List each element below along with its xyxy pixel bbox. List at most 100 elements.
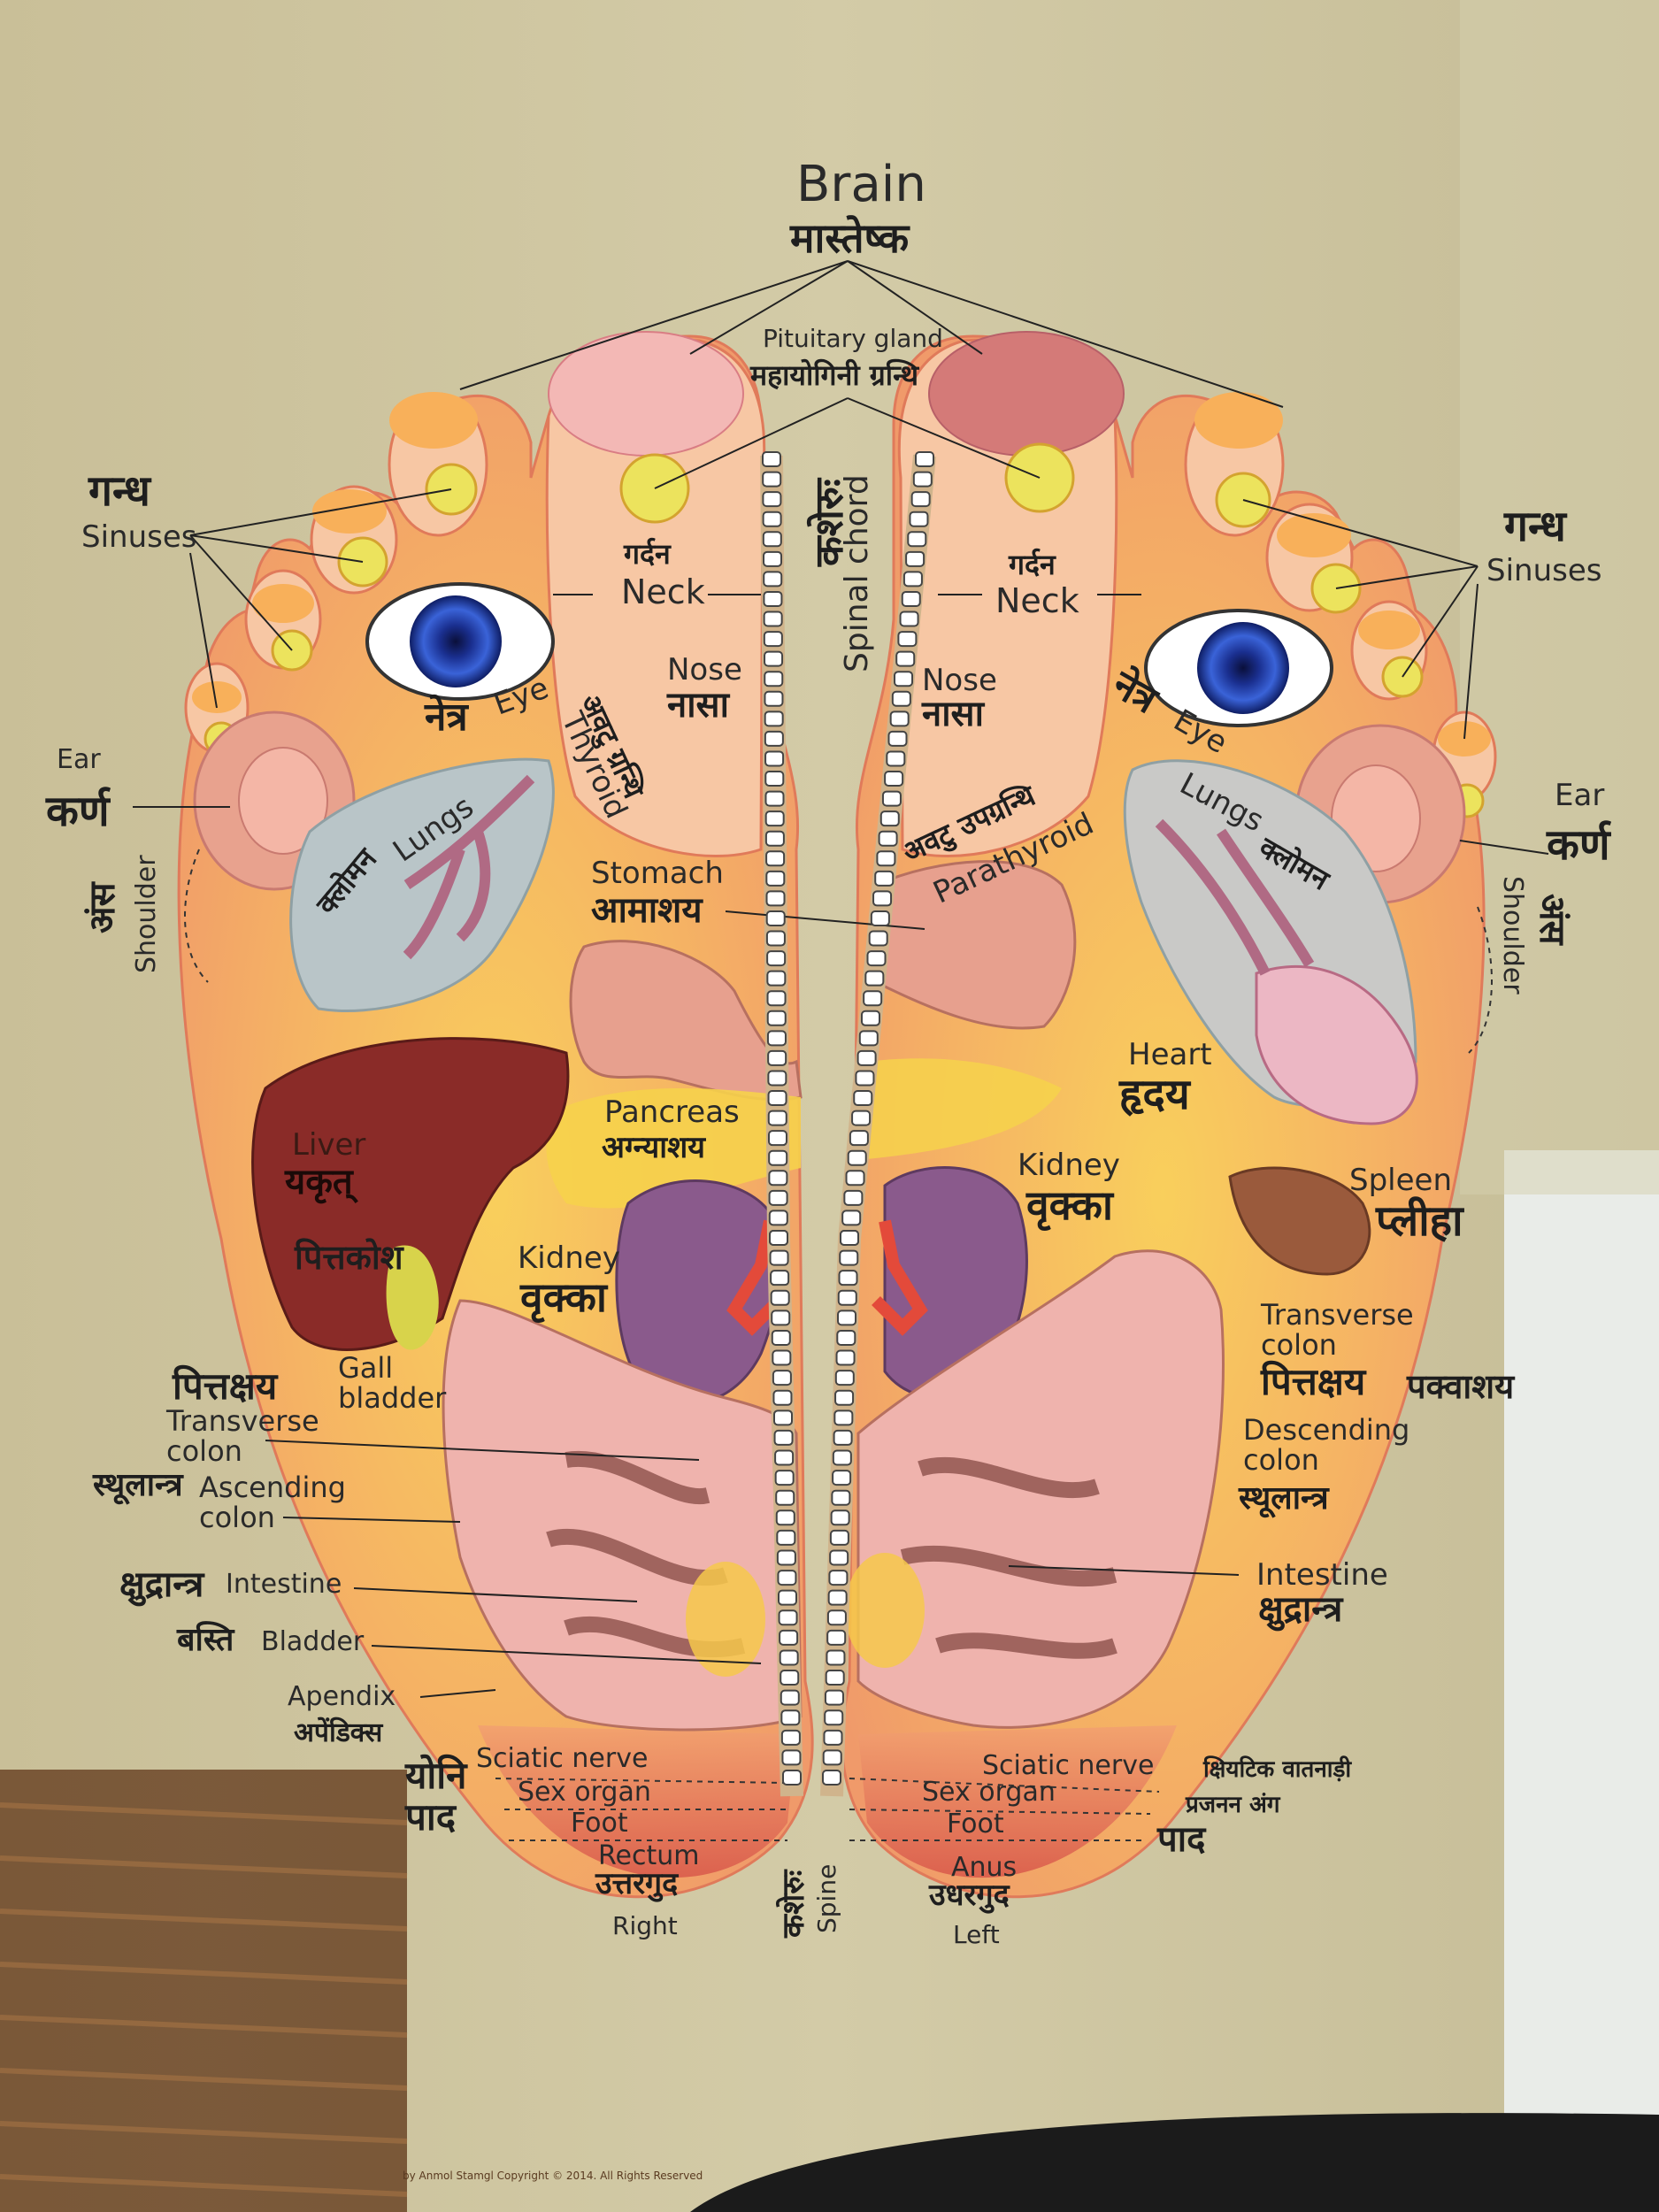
spine-bead bbox=[764, 730, 784, 747]
spine-bead bbox=[768, 1189, 788, 1206]
spine-bead bbox=[766, 970, 787, 987]
apendix-hindi-label: अपेंडिक्स bbox=[294, 1717, 383, 1748]
spine-bead bbox=[768, 1210, 788, 1226]
ascending-label: Ascending colon bbox=[199, 1471, 346, 1534]
ascending-hindi-label: स्थूलान्त्र bbox=[93, 1467, 183, 1503]
spine-bead bbox=[765, 850, 786, 867]
spine-bead bbox=[855, 1070, 875, 1087]
tcolon-hindi-left: पित्तक्षय bbox=[173, 1364, 278, 1408]
kidney-hindi-right: वृक्का bbox=[1026, 1181, 1113, 1229]
right-foot-sole bbox=[177, 331, 814, 1899]
ear-hindi-right: कर्ण bbox=[1547, 820, 1610, 870]
spine-bead bbox=[834, 1389, 855, 1406]
spine-bead bbox=[765, 930, 786, 947]
shoulder-hindi-left: अंस bbox=[82, 882, 123, 933]
sinuses-hindi-left: गन्ध bbox=[88, 466, 150, 516]
shoulder-label-right: Shoulder bbox=[1497, 876, 1528, 995]
spine-bead bbox=[763, 550, 783, 567]
spine-bead bbox=[825, 1670, 845, 1686]
liver-hindi-label: यकृत् bbox=[285, 1162, 353, 1202]
spine-bead bbox=[767, 1049, 787, 1066]
spine-bead bbox=[837, 1289, 857, 1306]
wall-edge bbox=[1504, 1150, 1659, 2212]
spine-bead bbox=[766, 1010, 787, 1026]
foot-label-left: Foot bbox=[571, 1808, 628, 1839]
left-foot-sole bbox=[841, 331, 1497, 1899]
kidney-label-right: Kidney bbox=[1018, 1148, 1120, 1183]
stomach-right-icon bbox=[874, 860, 1077, 1030]
spine-bead bbox=[762, 531, 782, 548]
spine-bead bbox=[762, 491, 782, 508]
pakvashaya-label: पक्वाशय bbox=[1407, 1367, 1515, 1406]
spine-bead bbox=[879, 810, 900, 827]
ear-label-left: Ear bbox=[57, 744, 101, 775]
spine-bead bbox=[835, 1349, 856, 1366]
copyright-text: by Anmol Stamgl Copyright © 2014. All Ri… bbox=[403, 2170, 703, 2182]
prajanan-label: प्रजनन अंग bbox=[1186, 1792, 1280, 1818]
neck-hindi-left: गर्दन bbox=[624, 537, 671, 571]
spine-bead bbox=[764, 710, 784, 727]
spine-bead bbox=[866, 950, 887, 967]
spleen-label: Spleen bbox=[1349, 1163, 1452, 1198]
spine-bead bbox=[849, 1130, 869, 1147]
spine-bead bbox=[902, 571, 923, 588]
spleen-icon bbox=[1228, 1166, 1371, 1276]
spine-bead bbox=[824, 1709, 844, 1726]
paad-label-left: पाद bbox=[405, 1795, 457, 1839]
spine-bead bbox=[901, 590, 921, 607]
bladder-hindi-label: बस्ति bbox=[177, 1622, 234, 1658]
spine-bead bbox=[834, 1370, 855, 1386]
spine-bead bbox=[826, 1609, 847, 1626]
spine-bead bbox=[851, 1110, 872, 1126]
shoulder-hindi-right: अंस bbox=[1532, 894, 1572, 945]
anus-label: Anus bbox=[951, 1852, 1018, 1883]
spine-bead bbox=[828, 1570, 849, 1586]
spine-bead bbox=[905, 550, 926, 567]
spine-bead bbox=[826, 1629, 847, 1646]
spine-bead bbox=[774, 1470, 795, 1486]
spine-bead bbox=[845, 1170, 865, 1187]
rectum-hindi-label: उत्तरगुद bbox=[595, 1866, 679, 1901]
spine-bead bbox=[907, 531, 927, 548]
spine-bead bbox=[837, 1310, 857, 1326]
liver-label: Liver bbox=[292, 1127, 366, 1163]
spine-bead bbox=[915, 451, 934, 467]
spine-bead bbox=[764, 810, 785, 827]
spine-bead bbox=[777, 1570, 797, 1586]
spine-bead bbox=[768, 1149, 788, 1166]
spine-bead bbox=[829, 1549, 849, 1566]
spine-bead bbox=[838, 1270, 858, 1286]
pancreas-icon bbox=[546, 1088, 801, 1209]
yoni-label: योनि bbox=[405, 1754, 467, 1797]
nose-label-left: Nose bbox=[667, 652, 742, 687]
neck-label-left: Neck bbox=[621, 572, 705, 611]
spine-bead bbox=[889, 710, 910, 727]
spine-bead bbox=[763, 631, 783, 648]
brain-label: Brain bbox=[796, 156, 926, 213]
spine-bead bbox=[909, 511, 929, 527]
spine-bead bbox=[830, 1509, 850, 1526]
spine-bead bbox=[874, 870, 895, 887]
spine-bead bbox=[767, 1070, 787, 1087]
spine-bead bbox=[764, 650, 784, 667]
spine-bead bbox=[897, 631, 918, 648]
neck-hindi-right: गर्दन bbox=[1009, 548, 1056, 581]
spine-bead bbox=[764, 771, 785, 787]
neck-label-right: Neck bbox=[995, 581, 1079, 620]
spine-bead bbox=[894, 671, 914, 687]
spine-bead bbox=[781, 1749, 802, 1766]
spine-bead bbox=[769, 1249, 789, 1266]
callout-lines bbox=[133, 260, 1549, 1698]
spine-bead bbox=[829, 1529, 849, 1546]
spine-bead bbox=[769, 1230, 788, 1246]
spine-bead bbox=[833, 1429, 853, 1446]
bladder-label: Bladder bbox=[261, 1626, 365, 1657]
spine-bead bbox=[780, 1709, 801, 1726]
pituitary-label: Pituitary gland bbox=[763, 324, 943, 353]
spine-bead bbox=[886, 750, 906, 767]
spine-bead bbox=[763, 590, 783, 607]
intestine-hindi-right: क्षुद्रान्त्र bbox=[1258, 1589, 1343, 1630]
spine-bead bbox=[824, 1689, 844, 1706]
